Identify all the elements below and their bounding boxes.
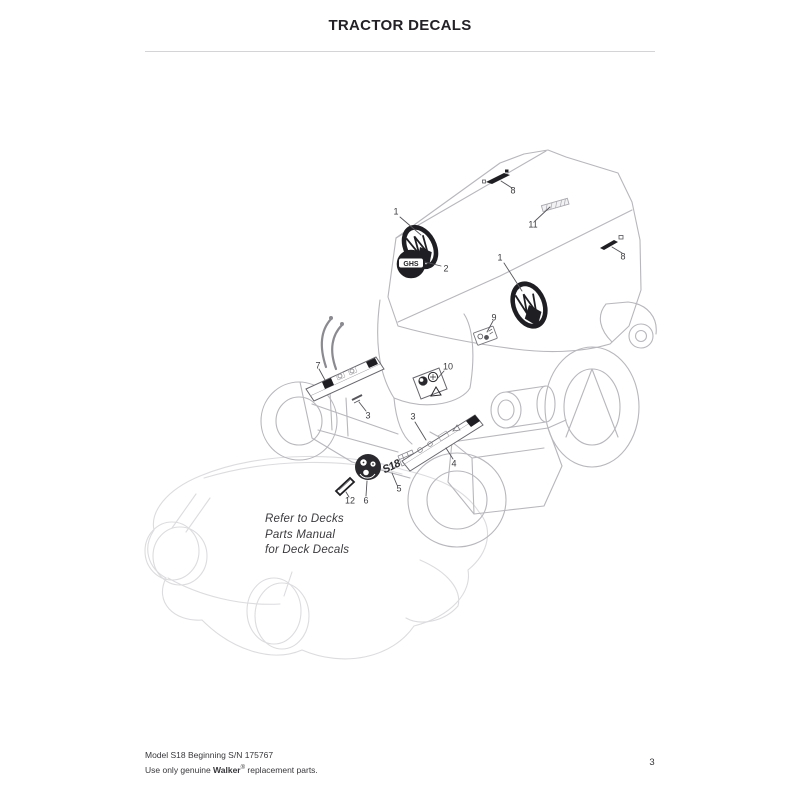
deck-note-line: Parts Manual	[265, 528, 336, 541]
vent-strip-decal	[540, 197, 570, 213]
warning-pictogram-decal	[412, 367, 448, 400]
right-drive-wheel	[407, 452, 507, 548]
control-levers	[320, 316, 344, 371]
page-number: 3	[649, 757, 655, 768]
panel-decal	[355, 454, 381, 480]
footer-model-line: Model S18 Beginning S/N 175767	[145, 750, 274, 760]
walker-logo-decal-center	[510, 281, 548, 329]
deck-note-line: Refer to Decks	[265, 513, 344, 525]
registered-mark: ®	[240, 764, 246, 771]
leader-lines	[318, 180, 623, 498]
deck-note-line: for Deck Decals	[265, 544, 350, 556]
ghs-decal-text: GHS	[403, 261, 419, 268]
ghs-decal: GHS	[396, 249, 426, 279]
black-strip-decal-top	[482, 169, 510, 184]
bar-decal	[334, 476, 356, 497]
page-title: TRACTOR DECALS	[328, 17, 472, 34]
body-ridge-left	[395, 150, 547, 239]
rear-wheel	[544, 346, 640, 468]
brand-name: Walker	[213, 764, 241, 775]
mower-deck	[144, 455, 488, 660]
footer-text-prefix: Use only genuine	[145, 764, 214, 775]
seat	[377, 299, 474, 406]
footer-text-suffix: replacement parts.	[245, 764, 318, 775]
small-decal	[351, 394, 363, 404]
body-ridge-front	[397, 209, 633, 323]
title-divider	[145, 51, 655, 52]
footer-genuine-parts-line: Use only genuine Walker® replacement par…	[145, 762, 318, 776]
page-footer: Model S18 Beginning S/N 175767 Use only …	[145, 749, 318, 776]
left-drive-wheel	[260, 381, 338, 461]
control-strip-decal	[305, 356, 385, 402]
instruction-strip-decal	[401, 414, 484, 472]
decals: GHS	[305, 169, 624, 497]
deck-note: Refer to Decks Parts Manual for Deck Dec…	[265, 512, 385, 559]
tractor-body	[260, 149, 657, 548]
caution-decal	[473, 325, 498, 346]
black-strip-decal-right	[600, 235, 624, 250]
body-shroud	[387, 149, 642, 353]
